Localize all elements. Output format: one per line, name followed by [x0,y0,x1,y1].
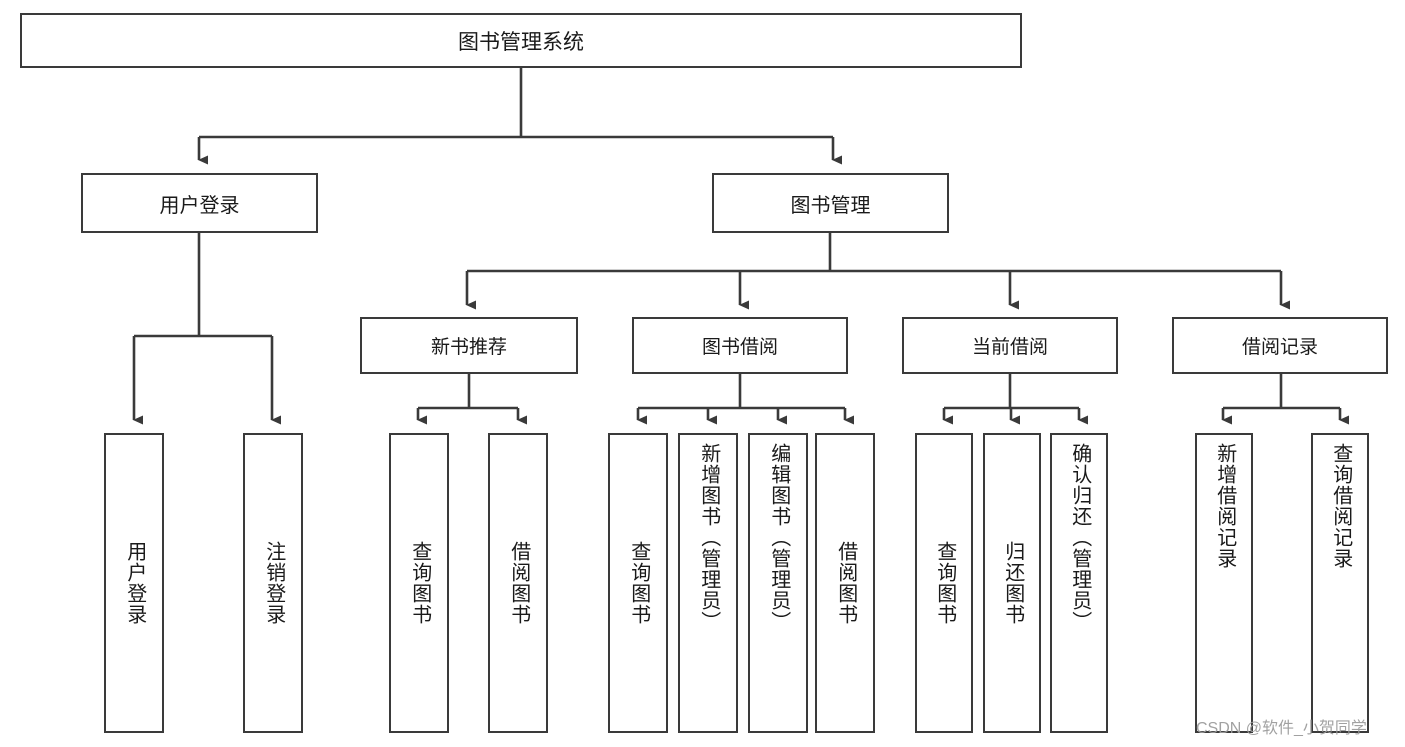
node-borrow-record[interactable]: 借阅记录 [1172,317,1388,374]
node-current-borrow[interactable]: 当前借阅 [902,317,1118,374]
leaf-return-book[interactable]: 归还图书 [983,433,1041,733]
node-book-manage[interactable]: 图书管理 [712,173,949,233]
leaf-label: 查询图书 [408,541,431,625]
leaf-label: 查询借阅记录 [1329,443,1352,569]
leaf-add-borrow-record[interactable]: 新增借阅记录 [1195,433,1253,733]
leaf-label: 编辑图书（管理员） [767,443,790,632]
csdn-watermark: CSDN @软件_小贺同学 [1196,720,1367,737]
leaf-label: 查询图书 [627,541,650,625]
leaf-query-book-recommend[interactable]: 查询图书 [389,433,449,733]
node-new-book-recommend[interactable]: 新书推荐 [360,317,578,374]
leaf-label: 新增图书（管理员） [697,443,720,632]
node-book-borrow[interactable]: 图书借阅 [632,317,848,374]
leaf-query-book-borrow[interactable]: 查询图书 [608,433,668,733]
leaf-label: 确认归还（管理员） [1068,443,1091,632]
leaf-label: 借阅图书 [834,541,857,625]
leaf-logout[interactable]: 注销登录 [243,433,303,733]
node-root-system[interactable]: 图书管理系统 [20,13,1022,68]
leaf-borrow-book-recommend[interactable]: 借阅图书 [488,433,548,733]
leaf-user-login[interactable]: 用户登录 [104,433,164,733]
leaf-label: 注销登录 [262,541,285,625]
leaf-confirm-return[interactable]: 确认归还（管理员） [1050,433,1108,733]
leaf-query-book-current[interactable]: 查询图书 [915,433,973,733]
leaf-label: 查询图书 [933,541,956,625]
leaf-query-borrow-record[interactable]: 查询借阅记录 [1311,433,1369,733]
node-user-login[interactable]: 用户登录 [81,173,318,233]
leaf-label: 借阅图书 [507,541,530,625]
leaf-label: 归还图书 [1001,541,1024,625]
leaf-label: 用户登录 [123,541,146,625]
leaf-label: 新增借阅记录 [1213,443,1236,569]
leaf-add-book[interactable]: 新增图书（管理员） [678,433,738,733]
leaf-edit-book[interactable]: 编辑图书（管理员） [748,433,808,733]
leaf-borrow-book[interactable]: 借阅图书 [815,433,875,733]
